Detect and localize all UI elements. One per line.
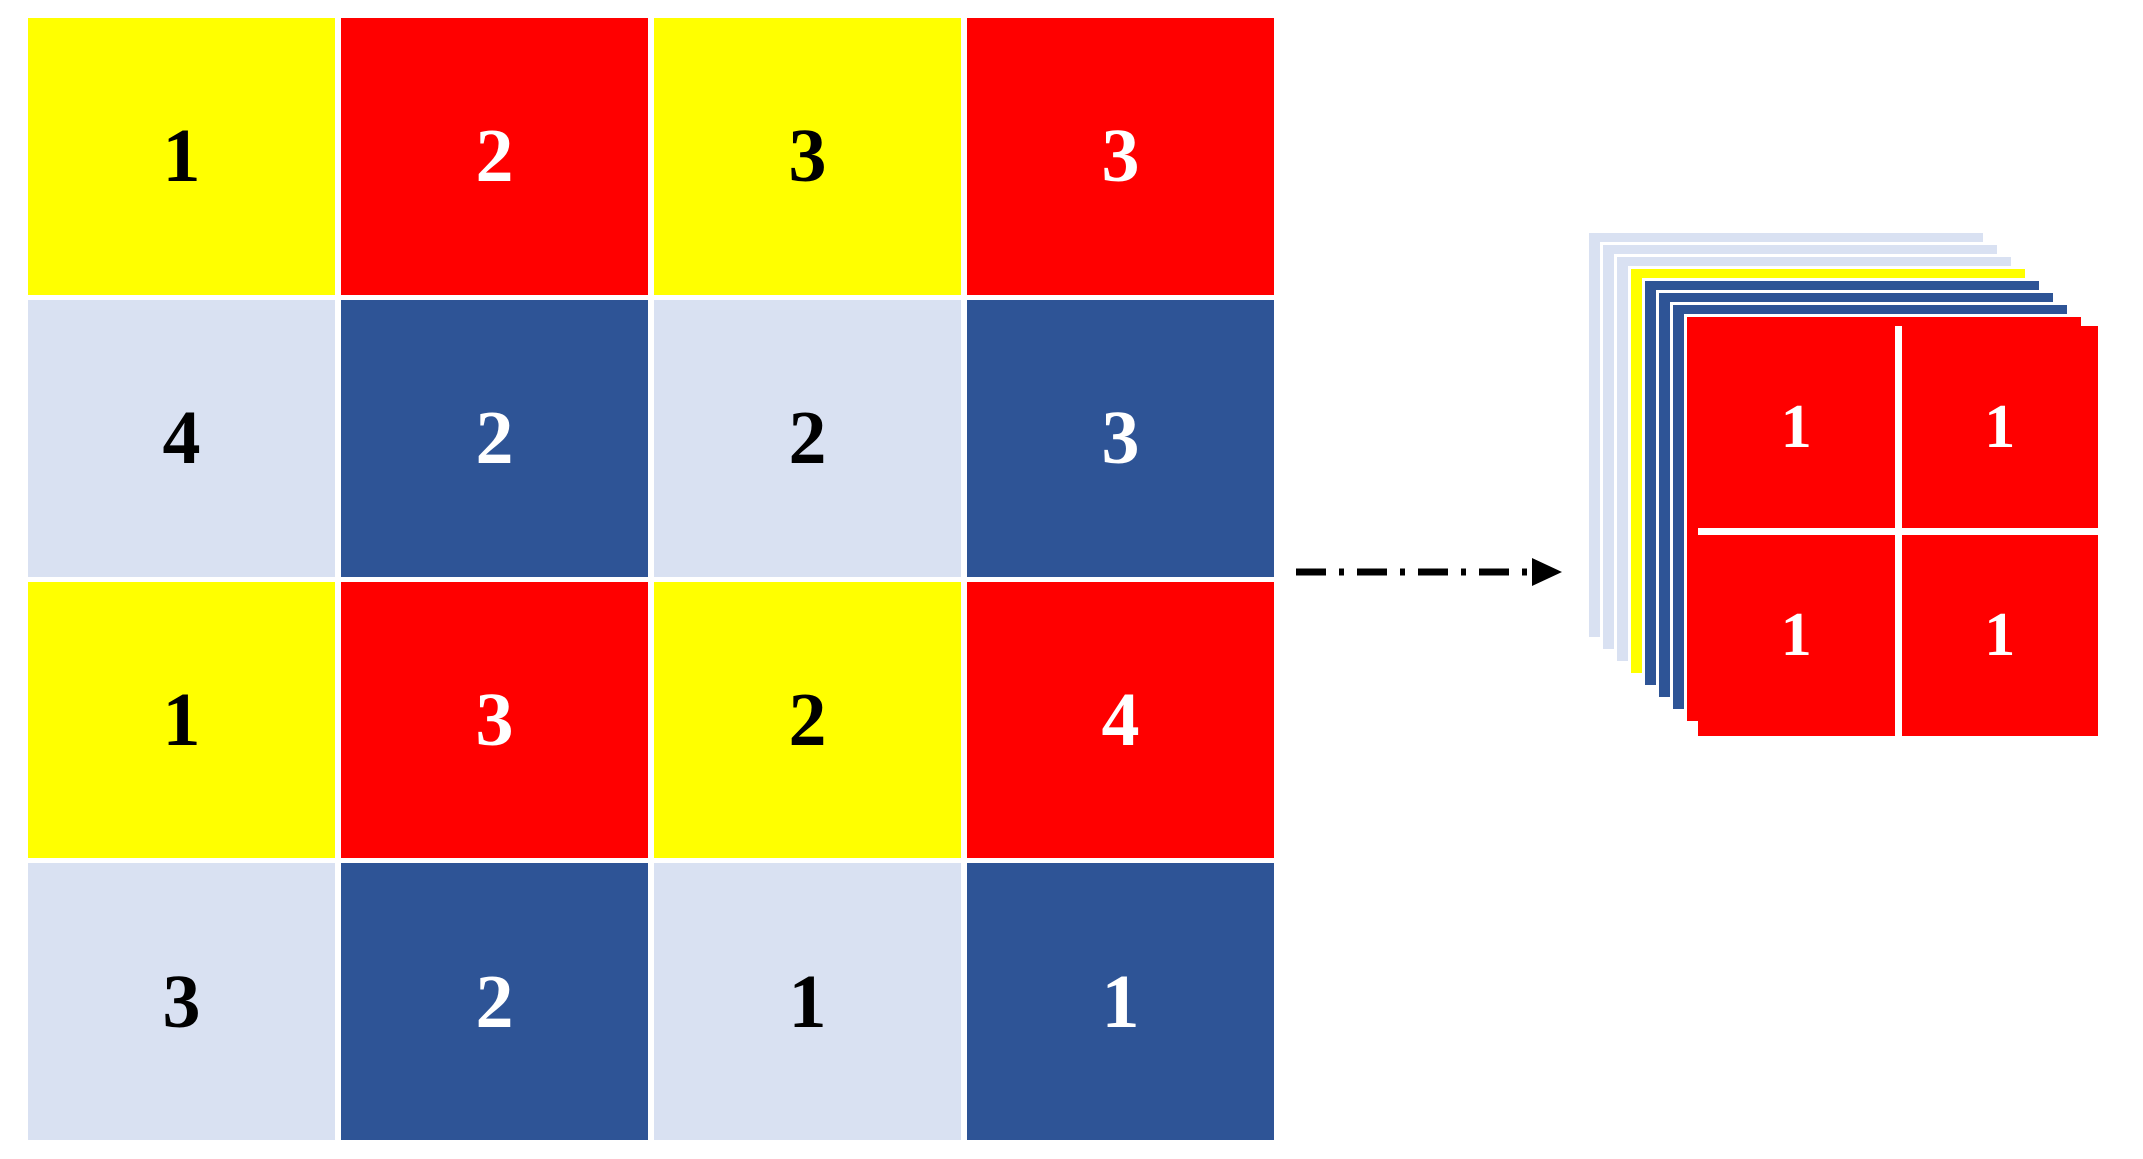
grid-cell-value: 4 [1101, 677, 1140, 762]
grid-cell-value: 3 [1101, 114, 1140, 199]
grid-cell-value: 3 [788, 114, 827, 199]
grid-cell-r3c2[interactable]: 3 [341, 581, 648, 859]
output-tile-value: 1 [1780, 392, 1812, 461]
output-tile-r2c1[interactable]: 1 [1698, 534, 1895, 736]
grid-cell-value: 2 [475, 396, 514, 481]
grid-cell-r2c1[interactable]: 4 [28, 299, 335, 577]
grid-cell-value: 1 [162, 114, 201, 199]
grid-cell-value: 3 [1101, 396, 1140, 481]
grid-cell-r4c3[interactable]: 1 [654, 863, 961, 1140]
grid-cell-value: 2 [788, 396, 827, 481]
output-tile-value: 1 [1780, 601, 1812, 670]
transform-arrow-icon [1296, 552, 1566, 592]
output-tile-r1c2[interactable]: 1 [1901, 326, 2098, 528]
grid-cell-value: 1 [788, 959, 827, 1044]
grid-cell-value: 4 [162, 396, 201, 481]
grid-cell-r3c4[interactable]: 4 [967, 581, 1274, 859]
grid-cell-value: 2 [788, 677, 827, 762]
grid-cell-r3c3[interactable]: 2 [654, 581, 961, 859]
grid-cell-r1c2[interactable]: 2 [341, 18, 648, 295]
grid-cell-r1c1[interactable]: 1 [28, 18, 335, 295]
output-tile-value: 1 [1984, 392, 2016, 461]
output-stack: 1 1 1 1 [1586, 230, 2136, 860]
grid-cell-r2c3[interactable]: 2 [654, 299, 961, 577]
output-tile-value: 1 [1984, 601, 2016, 670]
arrow-head [1532, 558, 1562, 586]
grid-cell-value: 2 [475, 114, 514, 199]
grid-cell-r4c4[interactable]: 1 [967, 863, 1274, 1140]
grid-cell-value: 2 [475, 959, 514, 1044]
grid-cell-r1c3[interactable]: 3 [654, 18, 961, 295]
output-front-face: 1 1 1 1 [1698, 326, 2098, 736]
grid-cell-r3c1[interactable]: 1 [28, 581, 335, 859]
output-tile-r2c2[interactable]: 1 [1901, 534, 2098, 736]
source-grid: 1 2 3 3 4 2 2 3 1 3 2 4 3 2 1 1 [28, 18, 1274, 1140]
grid-cell-r2c4[interactable]: 3 [967, 299, 1274, 577]
grid-cell-r4c2[interactable]: 2 [341, 863, 648, 1140]
grid-cell-r4c1[interactable]: 3 [28, 863, 335, 1140]
grid-cell-value: 3 [162, 959, 201, 1044]
grid-cell-value: 1 [1101, 959, 1140, 1044]
grid-cell-r2c2[interactable]: 2 [341, 299, 648, 577]
grid-cell-r1c4[interactable]: 3 [967, 18, 1274, 295]
grid-cell-value: 3 [475, 677, 514, 762]
output-tile-r1c1[interactable]: 1 [1698, 326, 1895, 528]
grid-cell-value: 1 [162, 677, 201, 762]
